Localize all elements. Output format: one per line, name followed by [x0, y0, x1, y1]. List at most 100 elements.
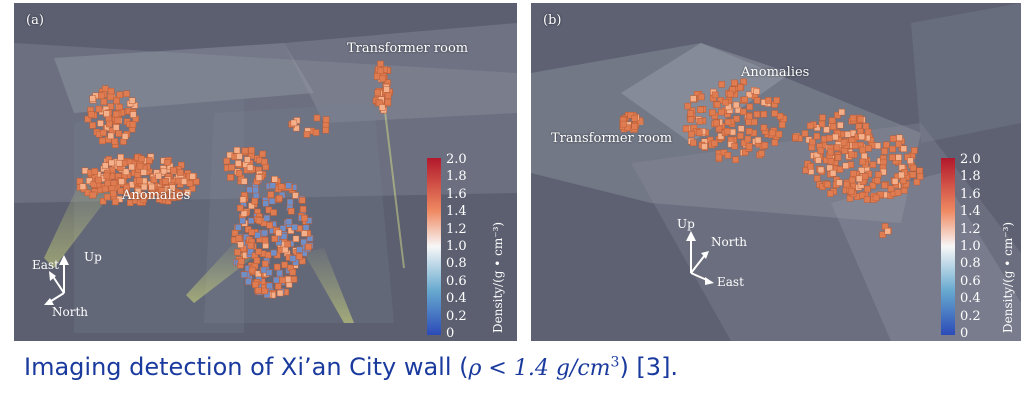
voxel [758, 150, 765, 157]
voxel [737, 125, 745, 132]
caption-suffix: ) [3]. [619, 353, 679, 381]
voxel [248, 266, 256, 274]
voxel [121, 133, 129, 140]
voxel [875, 171, 882, 178]
voxel [696, 117, 704, 125]
voxel [864, 128, 872, 136]
voxel [624, 124, 632, 132]
voxel [95, 105, 103, 113]
voxel [847, 188, 855, 195]
voxel [155, 172, 162, 180]
voxel [193, 178, 200, 185]
voxel [377, 67, 384, 75]
colorbar-tick: 1.2 [446, 221, 467, 237]
voxel [140, 183, 148, 191]
voxel [270, 209, 277, 216]
voxel [116, 91, 124, 99]
voxel [778, 121, 786, 129]
voxel [718, 81, 726, 88]
voxel [254, 231, 261, 239]
voxel [896, 134, 903, 142]
voxel [261, 287, 268, 295]
voxel [746, 113, 753, 120]
voxel [751, 118, 758, 126]
voxel [290, 119, 298, 127]
voxel [378, 104, 386, 111]
voxel [240, 210, 248, 217]
voxel [261, 260, 269, 268]
voxel [818, 120, 826, 128]
voxel [266, 222, 273, 229]
voxel [824, 181, 831, 188]
voxel [898, 171, 905, 179]
voxel [128, 97, 136, 104]
voxel [259, 150, 266, 158]
voxel [723, 128, 731, 135]
voxel [884, 227, 891, 235]
voxel [89, 95, 96, 102]
voxel [815, 156, 822, 164]
voxel [859, 146, 867, 154]
colorbar-tick: 1.0 [960, 239, 981, 254]
voxel [103, 110, 110, 117]
voxel [801, 130, 809, 137]
voxel [301, 230, 308, 237]
voxel [864, 185, 871, 193]
colorbar-tick: 1.8 [960, 169, 981, 185]
voxel [827, 190, 834, 197]
voxel [276, 195, 283, 202]
voxel [281, 261, 288, 269]
colorbar-tick: 1.6 [960, 186, 981, 202]
voxel [916, 173, 924, 180]
voxel [384, 92, 392, 100]
colorbar-tick: 0.6 [446, 273, 467, 289]
voxel [277, 183, 285, 190]
voxel [829, 123, 837, 130]
voxel [861, 152, 868, 160]
voxel [724, 118, 732, 126]
voxel [300, 238, 307, 246]
voxel [684, 102, 692, 110]
voxel [103, 193, 111, 201]
voxel [880, 158, 887, 166]
voxel [162, 178, 169, 185]
voxel [235, 234, 243, 242]
voxel [290, 276, 298, 283]
voxel [129, 121, 137, 128]
voxel [813, 175, 821, 182]
colorbar-tick: 0.8 [960, 256, 981, 272]
colorbar-tick: 0.2 [960, 308, 981, 324]
voxel [869, 182, 877, 189]
caption-rho: ρ < 1.4 g/cm [468, 356, 611, 381]
voxel [112, 124, 120, 131]
caption-exponent: 3 [610, 354, 620, 371]
colorbar-tick: 1.2 [960, 221, 981, 237]
voxel [275, 229, 282, 237]
voxel [732, 101, 740, 109]
voxel [268, 197, 276, 205]
voxel [170, 166, 177, 174]
voxel [709, 109, 716, 116]
voxel [384, 98, 392, 106]
colorbar-tick: 0 [446, 326, 455, 341]
voxel [865, 145, 872, 152]
compass-up-label-b: Up [677, 217, 695, 231]
voxel [247, 217, 255, 225]
voxel [813, 132, 821, 140]
voxel [107, 132, 115, 140]
voxel [169, 194, 177, 202]
voxel [849, 114, 857, 122]
voxel [274, 283, 282, 290]
voxel [807, 163, 814, 170]
voxel [103, 172, 111, 180]
voxel [313, 114, 321, 122]
voxel [740, 139, 748, 147]
voxel [273, 276, 280, 284]
voxel [169, 184, 176, 192]
voxel [841, 147, 849, 155]
voxel [620, 120, 627, 128]
voxel [887, 185, 895, 192]
voxel [916, 167, 923, 174]
voxel [108, 159, 115, 167]
voxel [233, 146, 241, 154]
